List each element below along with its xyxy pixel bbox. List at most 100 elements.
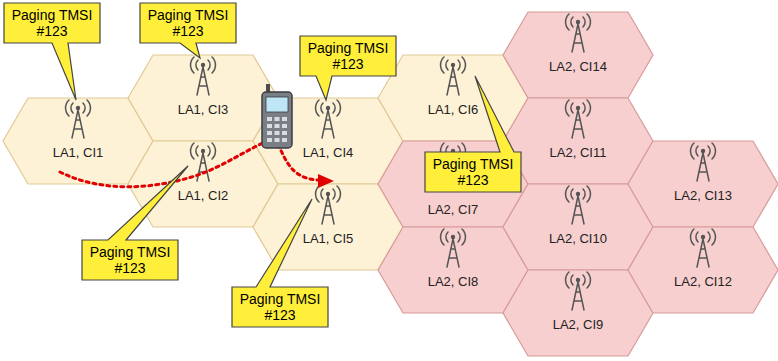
- tower-mast: [322, 196, 334, 224]
- phone-key: [267, 138, 272, 142]
- tower-mast: [572, 110, 584, 138]
- tower-mast: [447, 67, 459, 95]
- callout-shape: [140, 3, 236, 58]
- callout-text: Paging TMSI #123: [300, 36, 396, 76]
- tower-icon: [191, 57, 216, 95]
- tower-top: [576, 106, 580, 110]
- phone-key: [267, 131, 272, 135]
- hex-shape: [253, 98, 403, 184]
- radio-waves: [691, 229, 716, 245]
- paging-callout: Paging TMSI #123: [140, 3, 236, 43]
- tower-top: [326, 192, 330, 196]
- phone-key: [275, 117, 280, 121]
- paging-callout: Paging TMSI #123: [82, 240, 178, 280]
- cell-label: LA1, CI6: [378, 102, 528, 118]
- phone-key: [267, 117, 272, 121]
- tower-mast: [697, 239, 709, 267]
- phone-key: [267, 124, 272, 128]
- radio-waves: [191, 143, 216, 159]
- tower-icon: [566, 272, 591, 310]
- cell-label: LA2, CI9: [503, 317, 653, 333]
- paging-callout: Paging TMSI #123: [300, 36, 396, 76]
- tower-top: [576, 20, 580, 24]
- cell-label: LA2, CI8: [378, 274, 528, 290]
- tower-top: [76, 106, 80, 110]
- hex-outline: [3, 98, 153, 184]
- radio-waves: [441, 57, 466, 73]
- tower-icon: [441, 229, 466, 267]
- hex-outline: [628, 227, 778, 313]
- paging-callout: Paging TMSI #123: [4, 3, 100, 43]
- tower-icon: [316, 100, 341, 138]
- tower-mast: [197, 67, 209, 95]
- radio-waves: [566, 14, 591, 30]
- tower-top: [576, 192, 580, 196]
- phone-key: [282, 117, 287, 121]
- cell-hex: LA2, CI14: [503, 12, 653, 98]
- phone-antenna: [266, 84, 270, 94]
- hex-shape: [128, 141, 278, 227]
- tower-icon: [691, 143, 716, 181]
- cell-hex: LA2, CI12: [628, 227, 778, 313]
- radio-waves: [316, 186, 341, 202]
- cell-hex: LA2, CI8: [378, 227, 528, 313]
- hex-shape: [503, 98, 653, 184]
- tower-icon: [566, 14, 591, 52]
- callout-text: Paging TMSI #123: [232, 287, 328, 327]
- hex-outline: [128, 141, 278, 227]
- cell-hex: LA1, CI3: [128, 55, 278, 141]
- hex-shape: [128, 55, 278, 141]
- cell-label: LA1, CI5: [253, 231, 403, 247]
- radio-waves: [691, 143, 716, 159]
- radio-waves: [316, 100, 341, 116]
- callout-text: Paging TMSI #123: [4, 3, 100, 43]
- radio-waves: [191, 57, 216, 73]
- hex-shape: [503, 184, 653, 270]
- tower-icon: [566, 186, 591, 224]
- tower-top: [701, 149, 705, 153]
- hex-shape: [503, 270, 653, 356]
- radio-waves: [566, 100, 591, 116]
- phone-key: [275, 131, 280, 135]
- tower-mast: [322, 110, 334, 138]
- tower-top: [201, 149, 205, 153]
- radio-waves: [441, 229, 466, 245]
- phone-screen: [266, 97, 288, 112]
- phone-key: [282, 138, 287, 142]
- movement-path: [60, 140, 318, 187]
- paging-callout: Paging TMSI #123: [425, 152, 521, 192]
- cell-hex: LA1, CI6: [378, 55, 528, 141]
- tower-icon: [66, 100, 91, 138]
- cell-hex: LA2, CI10: [503, 184, 653, 270]
- cell-label: LA2, CI10: [503, 231, 653, 247]
- cell-hex: LA2, CI9: [503, 270, 653, 356]
- callout-shape: [300, 36, 396, 100]
- tower-mast: [572, 282, 584, 310]
- cell-label: LA2, CI14: [503, 59, 653, 75]
- tower-mast: [572, 24, 584, 52]
- tower-mast: [572, 196, 584, 224]
- phone-key: [282, 124, 287, 128]
- cell-label: LA1, CI3: [128, 102, 278, 118]
- hex-shape: [628, 141, 778, 227]
- cell-label: LA2, CI11: [503, 145, 653, 161]
- tower-top: [326, 106, 330, 110]
- tower-mast: [197, 153, 209, 181]
- hex-shape: [3, 98, 153, 184]
- callout-shape: [82, 166, 188, 280]
- hex-shape: [378, 227, 528, 313]
- cell-hex: LA1, CI1: [3, 98, 153, 184]
- hex-outline: [378, 227, 528, 313]
- callout-shape: [232, 199, 328, 327]
- hex-outline: [503, 12, 653, 98]
- hex-outline: [378, 55, 528, 141]
- cell-hex: LA1, CI2: [128, 141, 278, 227]
- tower-top: [451, 63, 455, 67]
- cell-label: LA2, CI7: [378, 202, 528, 218]
- cell-label: LA1, CI1: [3, 145, 153, 161]
- hex-shape: [503, 12, 653, 98]
- hex-outline: [503, 270, 653, 356]
- movement-arrowhead: [318, 174, 334, 188]
- callout-text: Paging TMSI #123: [140, 3, 236, 43]
